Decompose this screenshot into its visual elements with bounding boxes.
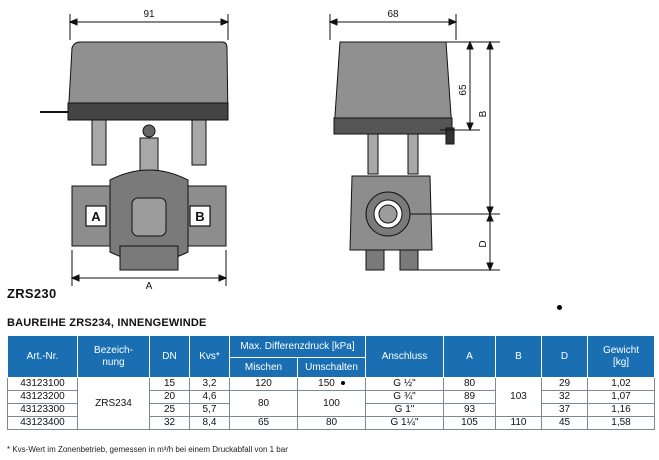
- cell-umschalten: 150: [297, 377, 366, 391]
- cell-anschluss: G 1¼": [365, 416, 444, 430]
- cell-d: 29: [541, 377, 588, 391]
- cell-a: 93: [443, 403, 496, 417]
- model-label: ZRS230: [7, 286, 57, 301]
- cell-mischen: 80: [229, 390, 298, 417]
- front-view: [40, 14, 230, 286]
- table-row: 43123400 32 8,4 65 80 G 1¼" 105 110 45 1…: [7, 416, 655, 430]
- series-title: BAUREIHE ZRS234, INNENGEWINDE: [7, 317, 207, 329]
- cell-kvs: 3,2: [189, 377, 230, 391]
- cell-anschluss: G 1": [365, 403, 444, 417]
- cell-a: 80: [443, 377, 496, 391]
- cell-gewicht: 1,07: [587, 390, 655, 404]
- cell-a: 105: [443, 416, 496, 430]
- dim-height-actuator: 65: [458, 84, 469, 96]
- col-b: B: [495, 335, 542, 378]
- cell-anschluss: G ¾": [365, 390, 444, 404]
- cell-anschluss: G ½": [365, 377, 444, 391]
- table-header-row: Art.-Nr. Bezeich- nung DN Kvs* Max. Diff…: [7, 335, 655, 378]
- bullet-dot: [557, 305, 562, 310]
- cell-b: 110: [495, 416, 542, 430]
- col-a: A: [443, 335, 496, 378]
- col-kvs: Kvs*: [189, 335, 230, 378]
- spec-table: Art.-Nr. Bezeich- nung DN Kvs* Max. Diff…: [7, 335, 655, 430]
- cell-art-nr: 43123300: [7, 403, 78, 417]
- col-anschluss: Anschluss: [365, 335, 444, 378]
- cell-umschalten-value: 150: [318, 378, 335, 389]
- cell-d: 45: [541, 416, 588, 430]
- col-mischen: Mischen: [229, 357, 298, 378]
- cell-art-nr: 43123400: [7, 416, 78, 430]
- port-b-label: B: [195, 209, 204, 224]
- cell-d: 32: [541, 390, 588, 404]
- table-subheader-row: Mischen Umschalten: [8, 357, 655, 378]
- cell-mischen: 120: [229, 377, 298, 391]
- cell-dn: 32: [149, 416, 190, 430]
- footnote: * Kvs-Wert im Zonenbetrieb, gemessen in …: [7, 445, 288, 454]
- table-row: 43123100 ZRS234 15 3,2 120 150 G ½" 80 1…: [7, 377, 655, 430]
- col-dn: DN: [149, 335, 190, 378]
- cell-mischen: 65: [229, 416, 298, 430]
- dim-front-bottom: A: [146, 281, 153, 292]
- cell-a: 89: [443, 390, 496, 404]
- cell-umschalten: 100: [297, 390, 366, 417]
- cell-kvs: 4,6: [189, 390, 230, 404]
- cell-b: 103: [495, 377, 542, 417]
- cell-gewicht: 1,58: [587, 416, 655, 430]
- cell-dn: 15: [149, 377, 190, 391]
- cell-d: 37: [541, 403, 588, 417]
- col-umschalten: Umschalten: [297, 357, 366, 378]
- side-view: [328, 14, 500, 272]
- bullet-dot: [340, 381, 345, 386]
- col-gewicht: Gewicht [kg]: [587, 335, 655, 378]
- col-d: D: [541, 335, 588, 378]
- port-a-label: A: [91, 209, 101, 224]
- dim-height-total: B: [478, 110, 489, 117]
- cell-art-nr: 43123200: [7, 390, 78, 404]
- cell-umschalten: 80: [297, 416, 366, 430]
- cell-gewicht: 1,16: [587, 403, 655, 417]
- technical-drawing: 91 68 65 B D A A B: [40, 9, 500, 292]
- cell-dn: 20: [149, 390, 190, 404]
- cell-bezeichnung: ZRS234: [77, 377, 150, 430]
- dim-height-lower: D: [478, 240, 489, 247]
- cell-gewicht: 1,02: [587, 377, 655, 391]
- cell-kvs: 5,7: [189, 403, 230, 417]
- cell-art-nr: 43123100: [7, 377, 78, 391]
- dim-front-width: 91: [143, 9, 155, 20]
- col-max-diff: Max. Differenzdruck [kPa]: [229, 335, 366, 358]
- col-art-nr: Art.-Nr.: [7, 335, 78, 378]
- dim-side-width: 68: [387, 9, 399, 20]
- cell-kvs: 8,4: [189, 416, 230, 430]
- col-bezeichnung: Bezeich- nung: [77, 335, 150, 378]
- cell-dn: 25: [149, 403, 190, 417]
